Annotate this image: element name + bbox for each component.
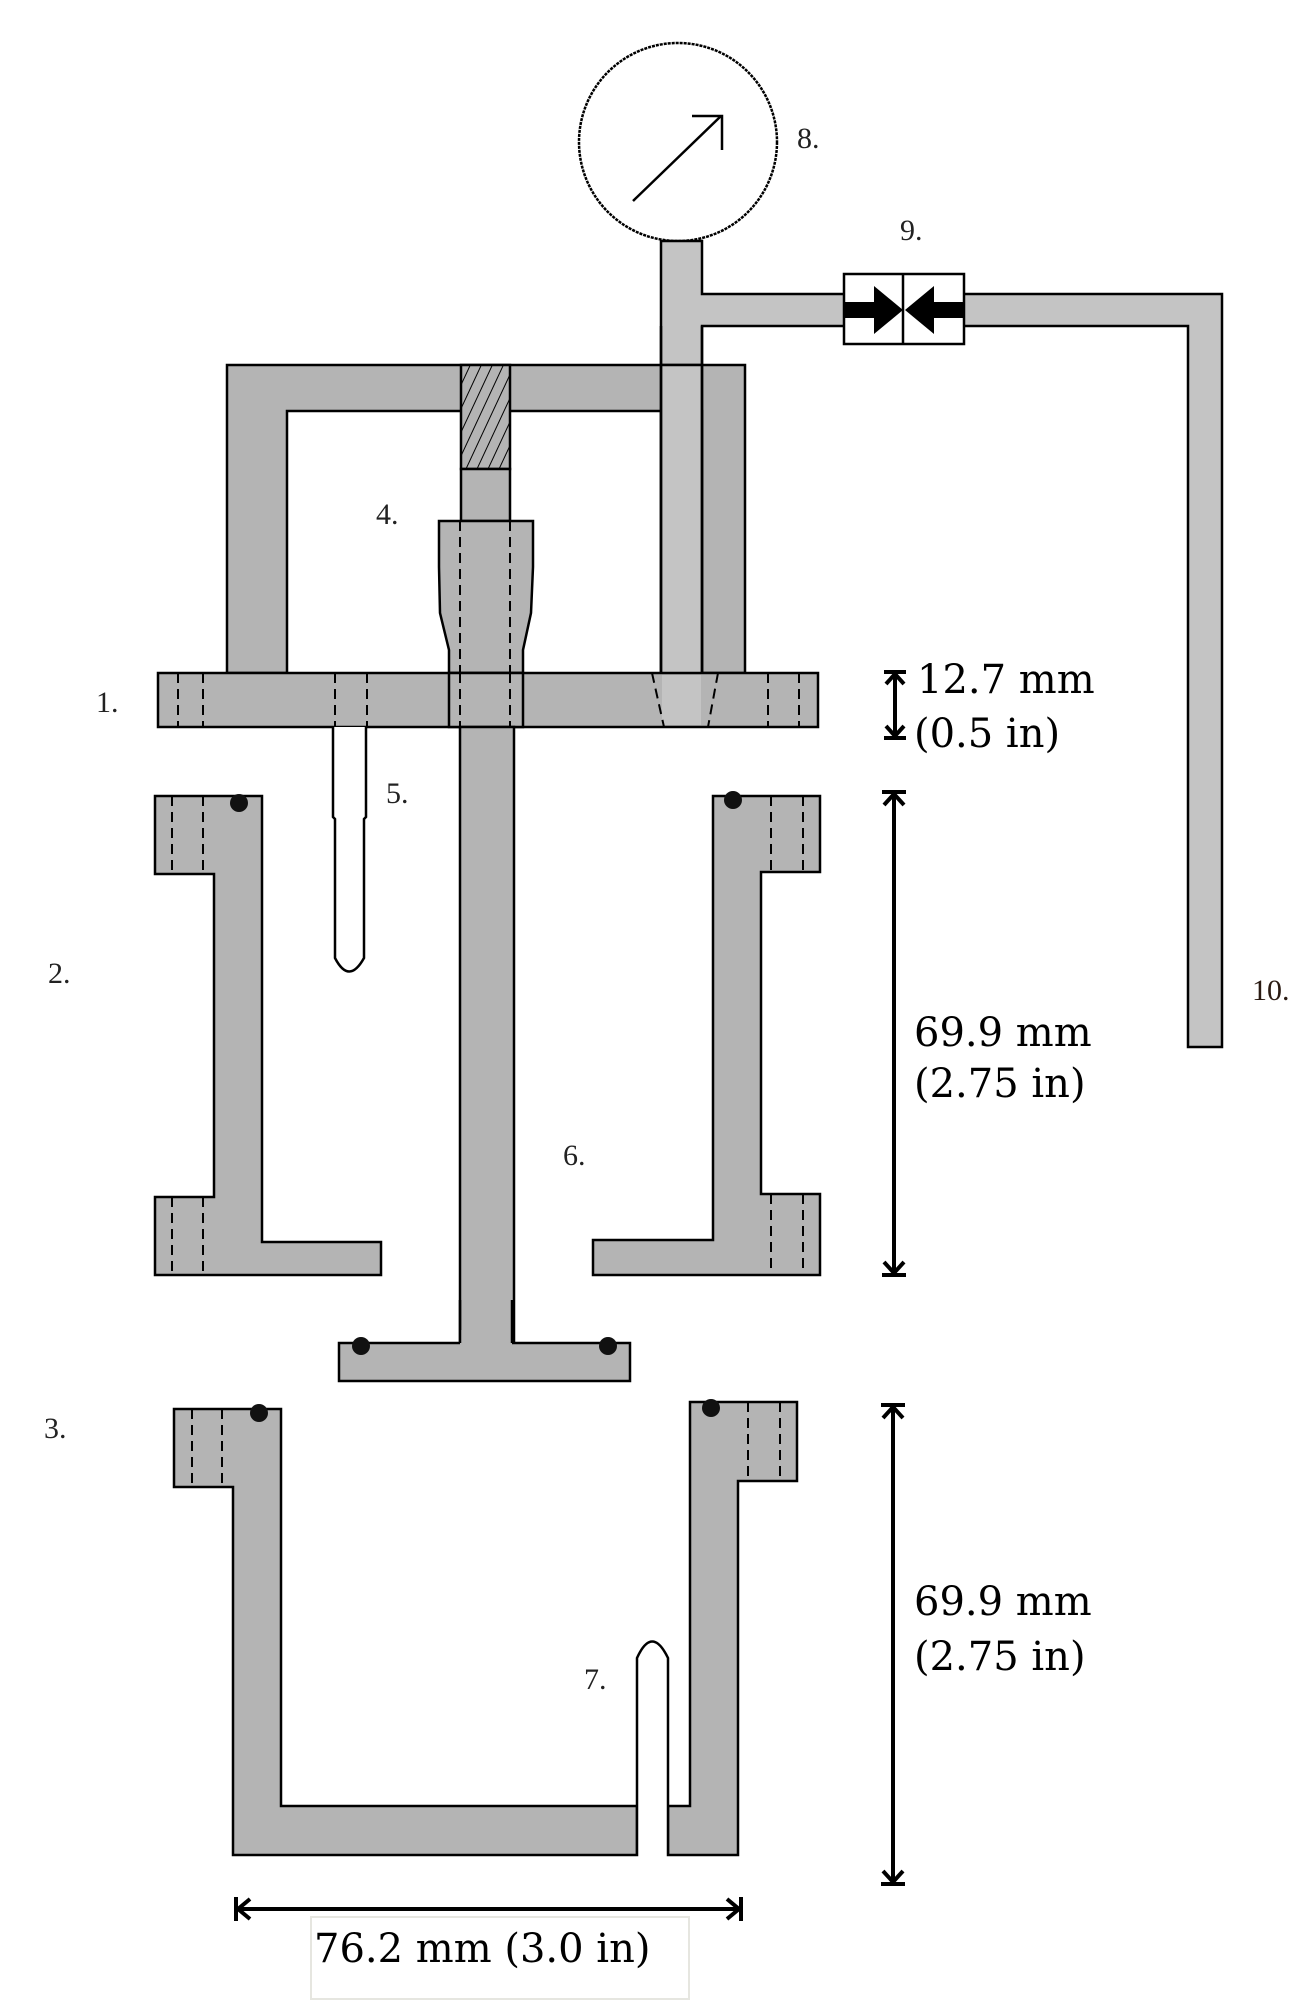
dimension-plate-thickness: 12.7 mm (0.5 in)	[884, 657, 1095, 757]
dimension-text: 69.9 mm	[914, 1579, 1092, 1625]
gauge-needle-arrowhead-icon	[692, 114, 724, 150]
upper-probe	[331, 727, 368, 973]
valve	[842, 272, 966, 346]
dimension-text: 12.7 mm	[917, 657, 1095, 703]
dimension-text: 76.2 mm (3.0 in)	[314, 1926, 650, 1972]
hatched-screw-block	[459, 363, 512, 471]
label-4: 4.	[376, 498, 399, 531]
lower-probe	[635, 1640, 670, 1855]
dimension-upper-height: 69.9 mm (2.75 in)	[882, 790, 1092, 1277]
dimension-lower-height: 69.9 mm (2.75 in)	[881, 1403, 1092, 1886]
upper-cylinder-left	[153, 794, 383, 1277]
label-6: 6.	[563, 1139, 586, 1172]
dimension-text-box	[310, 1916, 690, 2000]
label-9: 9.	[900, 214, 923, 247]
o-ring-icon	[702, 1399, 720, 1417]
valve-arrow-right-icon	[844, 286, 903, 334]
label-7: 7.	[584, 1663, 607, 1696]
dimension-text: (0.5 in)	[914, 711, 1060, 757]
o-ring-icon	[250, 1404, 268, 1422]
label-2: 2.	[48, 957, 71, 990]
gauge-needle-icon	[632, 115, 722, 202]
lower-cylinder-cup	[172, 1399, 799, 1857]
label-3: 3.	[44, 1412, 67, 1445]
valve-arrow-left-icon	[905, 286, 964, 334]
label-1: 1.	[96, 686, 119, 719]
gauge-dial-icon	[577, 41, 779, 243]
dimension-width: 76.2 mm (3.0 in)	[234, 1897, 743, 2000]
label-5: 5.	[386, 777, 409, 810]
o-ring-icon	[724, 791, 742, 809]
dimension-text: 69.9 mm	[914, 1010, 1092, 1056]
piston-rod	[337, 725, 632, 1383]
pressure-gauge	[577, 41, 779, 243]
dimension-text: (2.75 in)	[914, 1061, 1086, 1107]
o-ring-icon	[352, 1337, 370, 1355]
upper-cylinder-right	[591, 791, 822, 1277]
top-plate	[156, 671, 820, 729]
dimension-text: (2.75 in)	[914, 1634, 1086, 1680]
label-8: 8.	[797, 122, 820, 155]
o-ring-icon	[230, 794, 248, 812]
component-labels: 1. 2. 3. 4. 5. 6. 7. 8. 9. 10.	[44, 122, 1290, 1696]
o-ring-icon	[599, 1337, 617, 1355]
label-10: 10.	[1252, 974, 1290, 1007]
